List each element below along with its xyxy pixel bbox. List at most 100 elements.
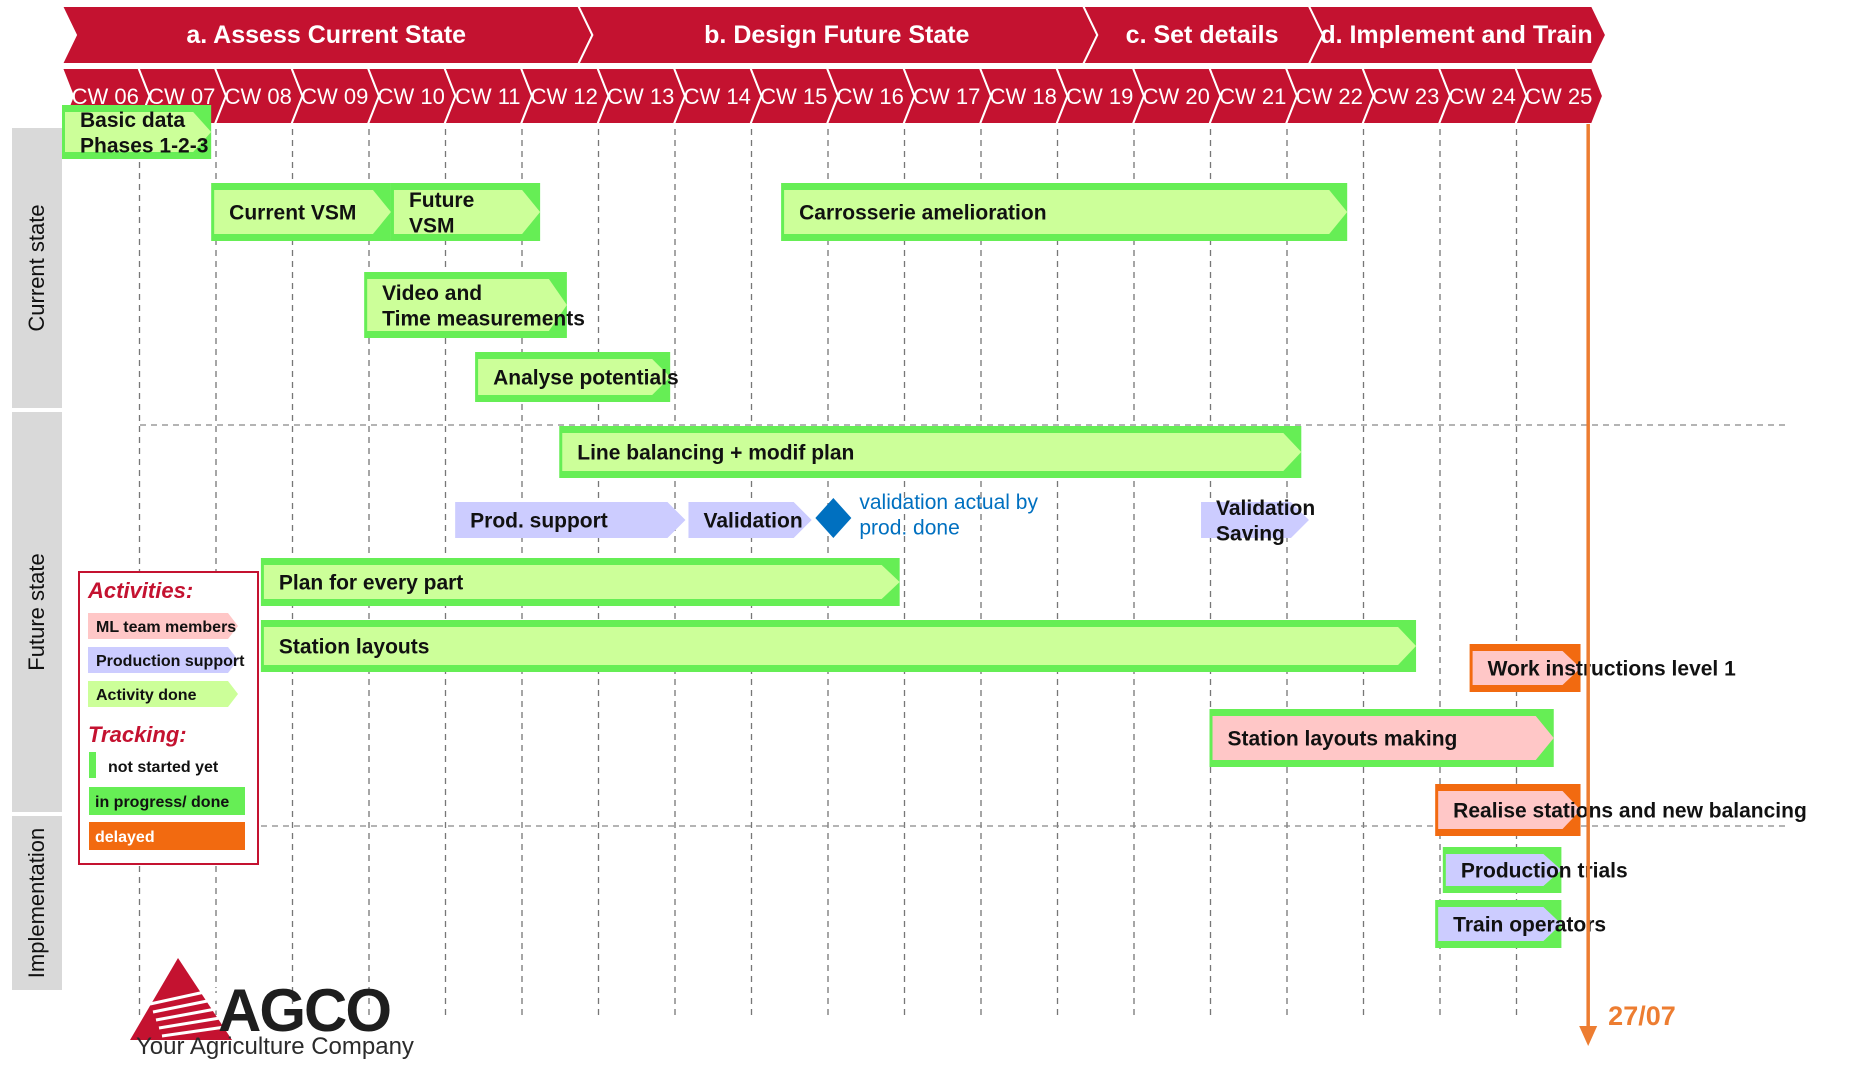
task-body [263,565,900,599]
legend-tracking-swatch [89,822,245,850]
task-label: Validation [703,510,802,533]
week-label: CW 18 [990,84,1057,109]
legend-tracking-label: in progress/ done [95,794,229,811]
task-body [1472,651,1581,685]
task-bar: Analyse potentials [475,352,679,402]
phase-label: a. Assess Current State [186,21,466,49]
task-body [65,112,212,152]
task-label: Work instructions level 1 [1488,658,1737,681]
task-body [1438,791,1581,829]
legend-activity-label: Activity done [96,687,197,704]
task-label: Production trials [1461,860,1628,883]
task-body [562,433,1302,471]
week-label: CW 16 [837,84,904,109]
week-label: CW 07 [148,84,215,109]
legend-tracking-label: delayed [95,829,155,846]
week-label: CW 19 [1066,84,1133,109]
phase-label: b. Design Future State [704,21,969,49]
agco-logo-mark [130,958,233,1040]
task-bar: Current VSM [211,183,391,241]
task-label: Realise stations and new balancing [1453,800,1807,823]
task-body [1212,716,1554,760]
week-label: CW 22 [1296,84,1363,109]
week-label: CW 12 [531,84,598,109]
section-band [12,128,62,408]
task-body [688,502,812,538]
task-label: Current VSM [229,202,356,225]
task-label: Prod. support [470,510,608,533]
legend-activities-title: Activities: [87,578,193,603]
task-body [1445,854,1562,886]
task-body [455,502,686,538]
legend-tracking-swatch [89,787,245,815]
task-body [263,627,1417,665]
week-label: CW 25 [1525,84,1592,109]
section-band [12,412,62,812]
legend-activity-label: Production support [96,653,245,670]
legend-tracking-title: Tracking: [88,722,187,747]
week-label: CW 08 [225,84,292,109]
legend-activity-swatch [88,613,238,639]
deadline-label: 27/07 [1608,1001,1676,1031]
week-label: CW 11 [455,84,521,109]
task-label: Train operators [1453,914,1606,937]
task-bar: Station layouts making [1209,709,1554,767]
task-label: Carrosserie amelioration [799,202,1046,225]
legend-activity-swatch [88,647,238,673]
legend-tracking-swatch [89,752,96,778]
week-label: CW 17 [913,84,980,109]
section-label: Implementation [24,828,49,978]
task-bar: Carrosserie amelioration [781,183,1348,241]
task-bar: Line balancing + modif plan [559,426,1302,478]
task-label: Station layouts [279,636,430,659]
section-label: Future state [24,553,49,670]
task-bar: Station layouts [260,620,1417,672]
task-body [214,190,391,234]
week-label: CW 09 [301,84,368,109]
week-label: CW 23 [1372,84,1439,109]
task-bar: Prod. support [455,502,686,538]
task-body [1438,907,1562,941]
task-label: Analyse potentials [493,367,679,390]
logo-stripe [155,1004,233,1022]
logo-stripe [152,994,233,1014]
section-band [12,816,62,990]
task-body [393,190,541,234]
task-body [478,359,671,395]
phase-chevron [1307,5,1608,65]
week-label: CW 20 [1143,84,1210,109]
task-bar: Plan for every part [260,558,900,606]
task-label: Plan for every part [279,572,463,595]
week-label: CW 21 [1219,84,1286,109]
timeline-header: a. Assess Current State b. Design Future … [60,5,1608,125]
logo-stripe [158,1014,233,1030]
legend-activity-label: ML team members [96,619,236,636]
week-label: CW 15 [760,84,827,109]
logo-wordmark: AGCO [218,977,392,1044]
deadline-arrowhead [1579,1026,1598,1046]
week-label: CW 24 [1449,84,1516,109]
week-label: CW 13 [607,84,674,109]
week-label: CW 06 [72,84,139,109]
logo-tagline: Your Agriculture Company [136,1033,414,1060]
section-label: Current state [24,204,49,331]
week-chevron [1514,67,1605,125]
task-bar: Production trials [1442,847,1628,893]
task-body [367,279,567,331]
milestone-diamond [815,498,852,538]
logo-stripe [149,984,233,1006]
task-body [1201,502,1309,538]
task-bar: Work instructions level 1 [1469,644,1737,692]
legend-activity-swatch [88,681,238,707]
